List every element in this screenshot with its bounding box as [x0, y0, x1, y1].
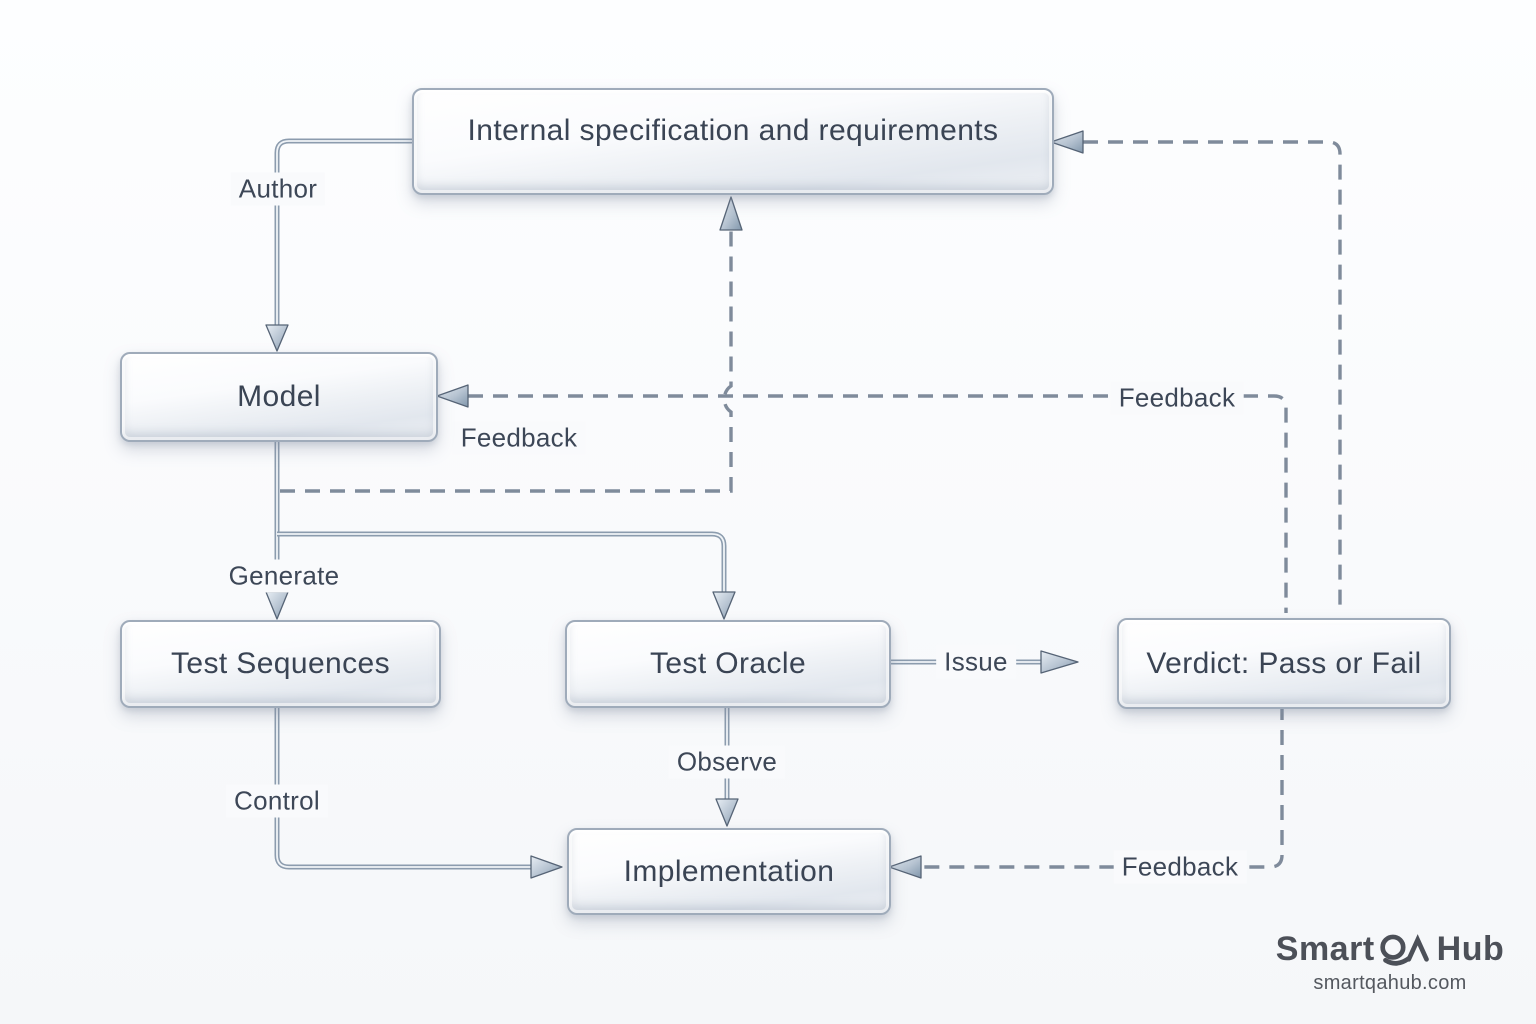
node-verdict: Verdict: Pass or Fail: [1117, 618, 1451, 709]
oracle-to-spec-connector: [280, 196, 743, 493]
edge-label-feedback-spec: Feedback: [1110, 381, 1244, 415]
edge-label-control: Control: [226, 784, 328, 818]
logo-hub-text: Hub: [1436, 930, 1505, 968]
node-test-oracle-label: Test Oracle: [649, 647, 807, 680]
control-connector: [274, 703, 563, 879]
feedback-to-model-connector: [436, 384, 1288, 613]
qa-monogram-icon: [1379, 933, 1429, 966]
node-model: Model: [120, 352, 438, 442]
feedback-model-arrowhead-left-icon: [436, 384, 469, 408]
node-implementation: Implementation: [567, 828, 891, 915]
spec-bottom-arrowhead-up-icon: [719, 196, 743, 231]
branch-arrowhead-down-icon: [712, 591, 736, 620]
brand-logo-row: Smart Hub: [1270, 930, 1510, 969]
logo-smart-text: Smart: [1275, 930, 1375, 968]
edge-label-observe: Observe: [668, 745, 786, 779]
observe-arrowhead-down-icon: [715, 798, 739, 827]
node-verdict-label: Verdict: Pass or Fail: [1146, 646, 1422, 680]
author-connector: [265, 138, 412, 352]
issue-arrowhead-right-icon: [1040, 650, 1079, 674]
edge-label-issue: Issue: [936, 645, 1016, 679]
node-internal-specification-label: Internal specification and requirements: [467, 113, 999, 147]
edge-label-feedback-implementation: Feedback: [1113, 850, 1247, 884]
node-test-oracle: Test Oracle: [565, 620, 891, 708]
feedback-to-spec-connector: [1050, 130, 1342, 611]
node-internal-specification: Internal specification and requirements: [412, 88, 1054, 195]
feedback-spec-arrowhead-left-icon: [1050, 130, 1084, 154]
brand-logo: Smart Hub smartqahub.com: [1270, 930, 1510, 995]
edge-label-generate: Generate: [220, 559, 348, 593]
edge-label-author: Author: [230, 172, 326, 206]
control-arrowhead-right-icon: [530, 855, 563, 879]
node-implementation-label: Implementation: [623, 854, 835, 888]
feedback-to-implementation-connector: [888, 705, 1284, 879]
edge-label-feedback-model: Feedback: [452, 421, 586, 455]
logo-domain-text: smartqahub.com: [1313, 972, 1467, 994]
generate-arrowhead-down-icon: [265, 591, 289, 620]
node-test-sequences-label: Test Sequences: [170, 647, 391, 680]
node-model-label: Model: [237, 380, 321, 413]
node-test-sequences: Test Sequences: [120, 620, 441, 708]
feedback-impl-arrowhead-left-icon: [888, 855, 922, 879]
author-arrowhead-down-icon: [265, 324, 289, 352]
generate-branch-connector: [277, 531, 736, 620]
